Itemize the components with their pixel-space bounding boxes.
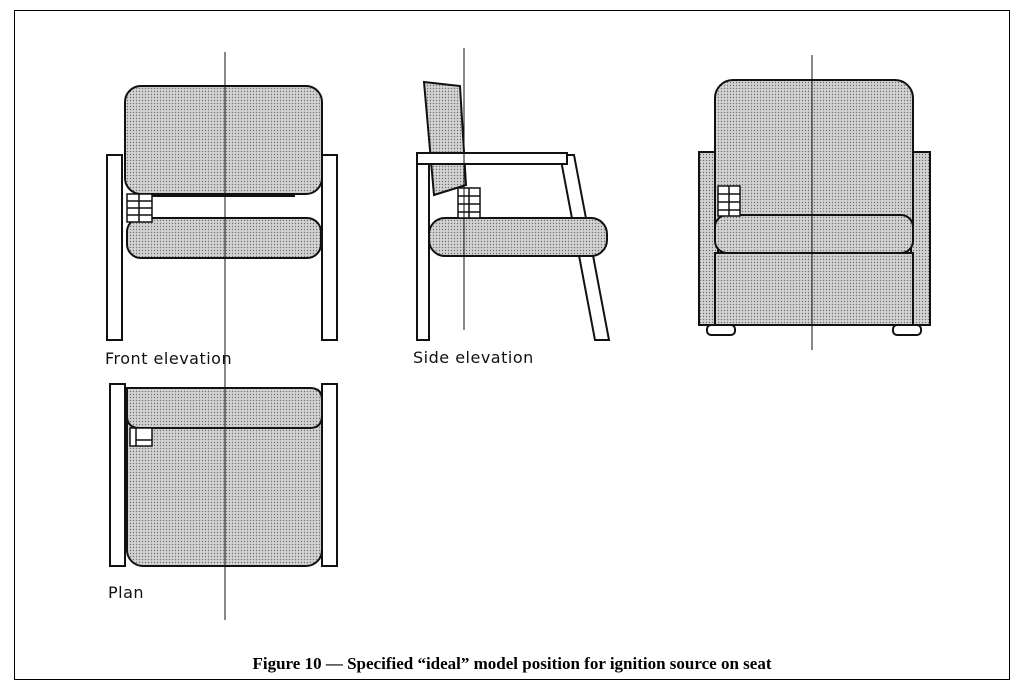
front-seat-cushion — [126, 217, 322, 259]
plan-label: Plan — [108, 583, 145, 602]
upholstered-base — [714, 252, 914, 326]
side-elevation-label: Side elevation — [413, 348, 534, 367]
front-elevation-label: Front elevation — [105, 349, 233, 368]
front-right-arm-post — [321, 154, 338, 341]
front-elevation-chair — [106, 52, 338, 378]
upholstered-right-foot — [892, 324, 922, 336]
upholstered-ignition-source — [717, 185, 741, 217]
side-armrest — [416, 152, 568, 165]
upholstered-left-foot — [706, 324, 736, 336]
front-backrest — [124, 85, 323, 195]
upholstered-seat-cushion — [714, 214, 914, 254]
plan-view-chair — [109, 358, 338, 620]
figure-frame — [14, 10, 1010, 680]
figure-caption: Figure 10 — Specified “ideal” model posi… — [252, 654, 772, 673]
plan-ignition-source — [129, 427, 153, 447]
upholstered-chair-view — [698, 55, 931, 350]
side-seat-cushion — [428, 217, 608, 257]
side-rear-leg — [416, 154, 430, 341]
side-ignition-source — [457, 187, 481, 219]
front-ignition-source — [126, 193, 153, 223]
side-elevation-chair — [416, 48, 611, 341]
plan-right-arm — [321, 383, 338, 567]
side-backrest — [422, 80, 468, 197]
plan-left-arm — [109, 383, 126, 567]
front-left-arm-post — [106, 154, 123, 341]
